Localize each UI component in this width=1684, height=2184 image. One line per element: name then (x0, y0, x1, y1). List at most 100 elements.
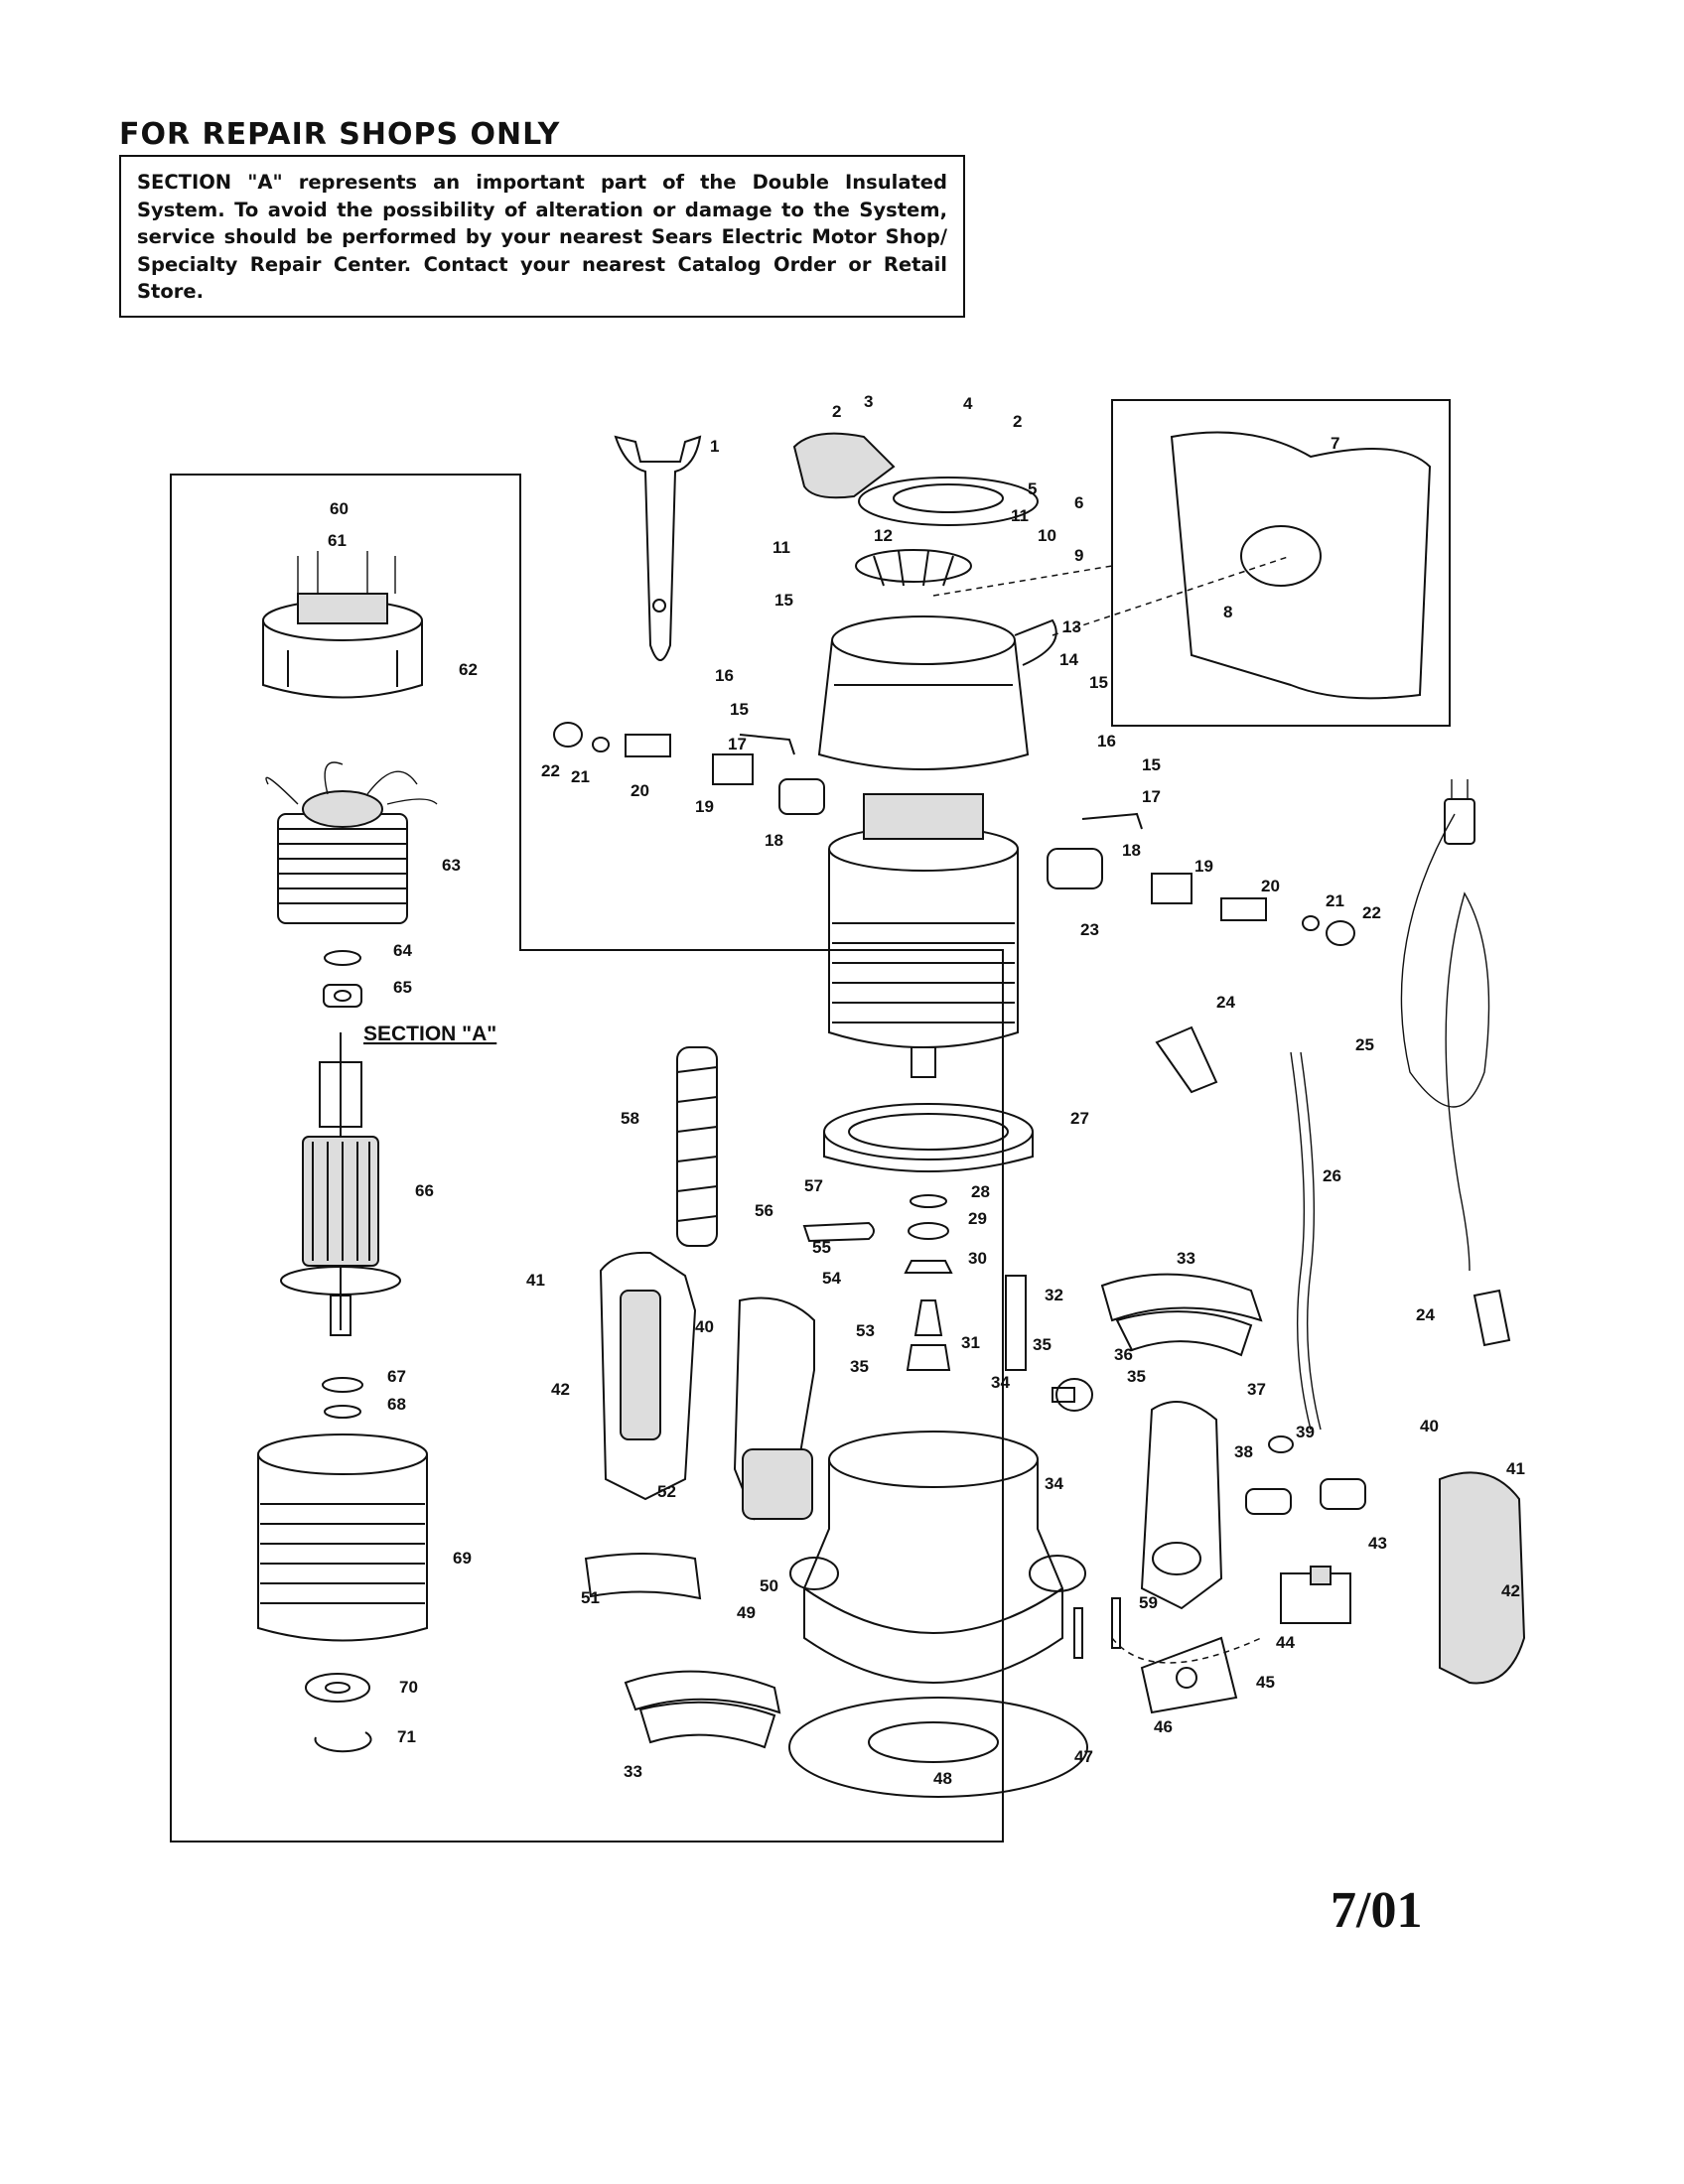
part-label-53: 53 (856, 1321, 875, 1340)
part-label-68: 68 (387, 1395, 406, 1414)
brush-holder-assembly (262, 551, 423, 699)
part-label-25: 25 (1355, 1035, 1374, 1054)
part-label-15: 15 (774, 591, 793, 610)
spring (676, 1046, 718, 1247)
part-label-59: 59 (1139, 1593, 1158, 1612)
capacitor-38 (1245, 1488, 1292, 1515)
part-label-2: 2 (832, 402, 841, 421)
part-label-38: 38 (1234, 1442, 1253, 1461)
section-a-outline (170, 474, 1004, 1843)
page-title: FOR REPAIR SHOPS ONLY (119, 117, 561, 152)
lock-lever-56 (802, 1221, 875, 1243)
switch-43 (1280, 1566, 1351, 1624)
switch-housing (1140, 1401, 1223, 1610)
part-label-54: 54 (822, 1269, 841, 1288)
brush-parts-right (1047, 812, 1355, 946)
wrench (614, 435, 702, 661)
part-label-21: 21 (571, 767, 590, 786)
part-label-57: 57 (804, 1176, 823, 1195)
part-label-37: 37 (1247, 1380, 1266, 1399)
router-base (789, 1431, 1086, 1684)
motor-housing-69 (257, 1433, 428, 1642)
cover-33-top (1100, 1273, 1263, 1357)
double-insulation-notice: SECTION "A" represents an important part… (119, 155, 965, 318)
part-label-35c: 35 (1127, 1367, 1146, 1386)
handle-casting (733, 1297, 815, 1521)
part-label-6: 6 (1074, 493, 1083, 512)
part-label-40: 40 (695, 1317, 714, 1336)
part-label-15b: 15 (730, 700, 749, 719)
depth-adjust-ring (823, 1103, 1034, 1172)
part-label-50: 50 (760, 1576, 778, 1595)
part-label-5: 5 (1028, 479, 1037, 498)
plate-45 (1140, 1636, 1238, 1714)
part-labels: 1 2 2 3 4 5 6 7 8 9 10 11 11 12 13 14 15… (328, 392, 1525, 1788)
part-label-24b: 24 (1416, 1305, 1435, 1324)
washer-67 (322, 1377, 363, 1393)
part-label-66: 66 (415, 1181, 434, 1200)
part-label-10: 10 (1038, 526, 1056, 545)
part-label-35b: 35 (1033, 1335, 1052, 1354)
base-plate (788, 1697, 1088, 1798)
part-label-15d: 15 (1142, 755, 1161, 774)
part-label-51: 51 (581, 1588, 600, 1607)
part-label-71: 71 (397, 1727, 416, 1746)
part-label-44: 44 (1276, 1633, 1295, 1652)
retaining-ring-71 (314, 1731, 372, 1753)
section-a-label: SECTION "A" (363, 1023, 496, 1045)
part-label-18b: 18 (1122, 841, 1141, 860)
part-label-40b: 40 (1420, 1417, 1439, 1435)
armature (280, 1032, 401, 1336)
part-label-70: 70 (399, 1678, 418, 1697)
top-cover-6 (1170, 431, 1432, 700)
pins-59 (1073, 1597, 1121, 1659)
part-label-35: 35 (850, 1357, 869, 1376)
part-label-67: 67 (387, 1367, 406, 1386)
part-label-31: 31 (961, 1333, 980, 1352)
part-label-46: 46 (1154, 1717, 1173, 1736)
part-label-23: 23 (1080, 920, 1099, 939)
part-label-62: 62 (459, 660, 478, 679)
bearing-70 (305, 1673, 370, 1703)
part-label-65: 65 (393, 978, 412, 997)
fan (855, 549, 972, 587)
field-coil (265, 761, 438, 924)
power-cord-25 (1400, 779, 1490, 1272)
part-label-41: 41 (526, 1271, 545, 1290)
scale-32 (1005, 1275, 1027, 1371)
part-label-1: 1 (710, 437, 719, 456)
part-label-69: 69 (453, 1549, 472, 1568)
part-label-63: 63 (442, 856, 461, 875)
part-label-2b: 2 (1013, 412, 1022, 431)
part-label-61: 61 (328, 531, 347, 550)
brush-parts-left (553, 722, 825, 815)
part-label-18: 18 (765, 831, 783, 850)
nut-37 (1268, 1435, 1294, 1453)
part-label-58: 58 (621, 1109, 639, 1128)
part-label-56: 56 (755, 1201, 773, 1220)
part-label-47: 47 (1074, 1747, 1093, 1766)
motor-body (828, 793, 1019, 1078)
part-label-19b: 19 (1194, 857, 1213, 876)
part-label-8: 8 (1223, 603, 1232, 621)
part-label-32: 32 (1045, 1286, 1063, 1304)
top-cap (792, 432, 1039, 526)
part-label-21b: 21 (1326, 891, 1344, 910)
right-grip (1439, 1471, 1526, 1685)
part-label-9: 9 (1074, 546, 1083, 565)
part-label-60: 60 (330, 499, 349, 518)
part-label-43: 43 (1368, 1534, 1387, 1553)
part-label-7: 7 (1331, 434, 1339, 453)
part-label-17b: 17 (1142, 787, 1161, 806)
part-label-20b: 20 (1261, 877, 1280, 895)
part-label-55: 55 (812, 1238, 831, 1257)
bearing-retainer-64 (324, 950, 361, 966)
part-label-49: 49 (737, 1603, 756, 1622)
part-label-20: 20 (631, 781, 649, 800)
bearing-65 (323, 984, 362, 1008)
part-label-19: 19 (695, 797, 714, 816)
strain-relief-24b (1473, 1289, 1511, 1347)
part-label-41b: 41 (1506, 1459, 1525, 1478)
terminal-39 (1320, 1478, 1366, 1510)
